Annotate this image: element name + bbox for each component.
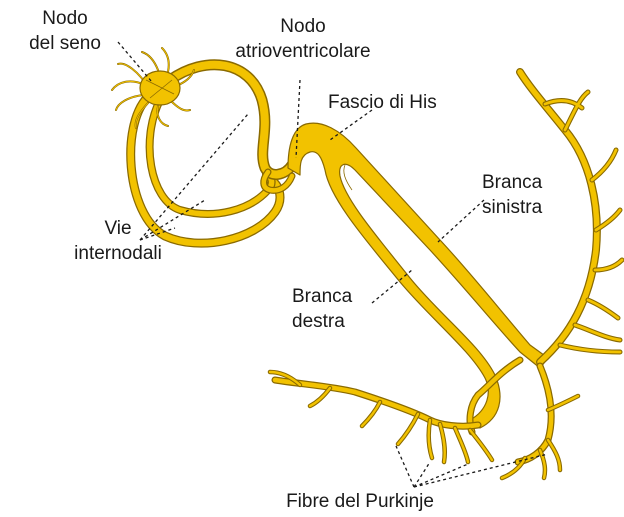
purkinje-fibres: [270, 360, 578, 478]
label-branca-sinistra: Branca sinistra: [482, 170, 542, 220]
label-vie-internodali: Vie internodali: [58, 216, 178, 266]
leader-purkinje-1: [396, 446, 414, 487]
leader-branca-sinistra: [438, 200, 484, 242]
label-fascio-his-text: Fascio di His: [328, 90, 437, 115]
label-branca-destra-line2: destra: [292, 309, 352, 334]
label-vie-internodali-line1: Vie: [58, 216, 178, 241]
label-branca-destra: Branca destra: [292, 284, 352, 334]
leader-nodo-seno: [118, 42, 152, 82]
label-nodo-seno: Nodo del seno: [20, 6, 110, 56]
label-nodo-av-line2: atrioventricolare: [228, 39, 378, 64]
label-fascio-his: Fascio di His: [328, 90, 437, 115]
label-nodo-seno-line1: Nodo: [20, 6, 110, 31]
label-nodo-seno-line2: del seno: [20, 31, 110, 56]
label-branca-sinistra-line2: sinistra: [482, 195, 542, 220]
label-fibre-purkinje: Fibre del Purkinje: [260, 489, 460, 514]
label-branca-destra-line1: Branca: [292, 284, 352, 309]
label-vie-internodali-line2: internodali: [58, 241, 178, 266]
label-nodo-av: Nodo atrioventricolare: [228, 14, 378, 64]
label-fibre-purkinje-text: Fibre del Purkinje: [260, 489, 460, 514]
label-branca-sinistra-line1: Branca: [482, 170, 542, 195]
label-nodo-av-line1: Nodo: [228, 14, 378, 39]
